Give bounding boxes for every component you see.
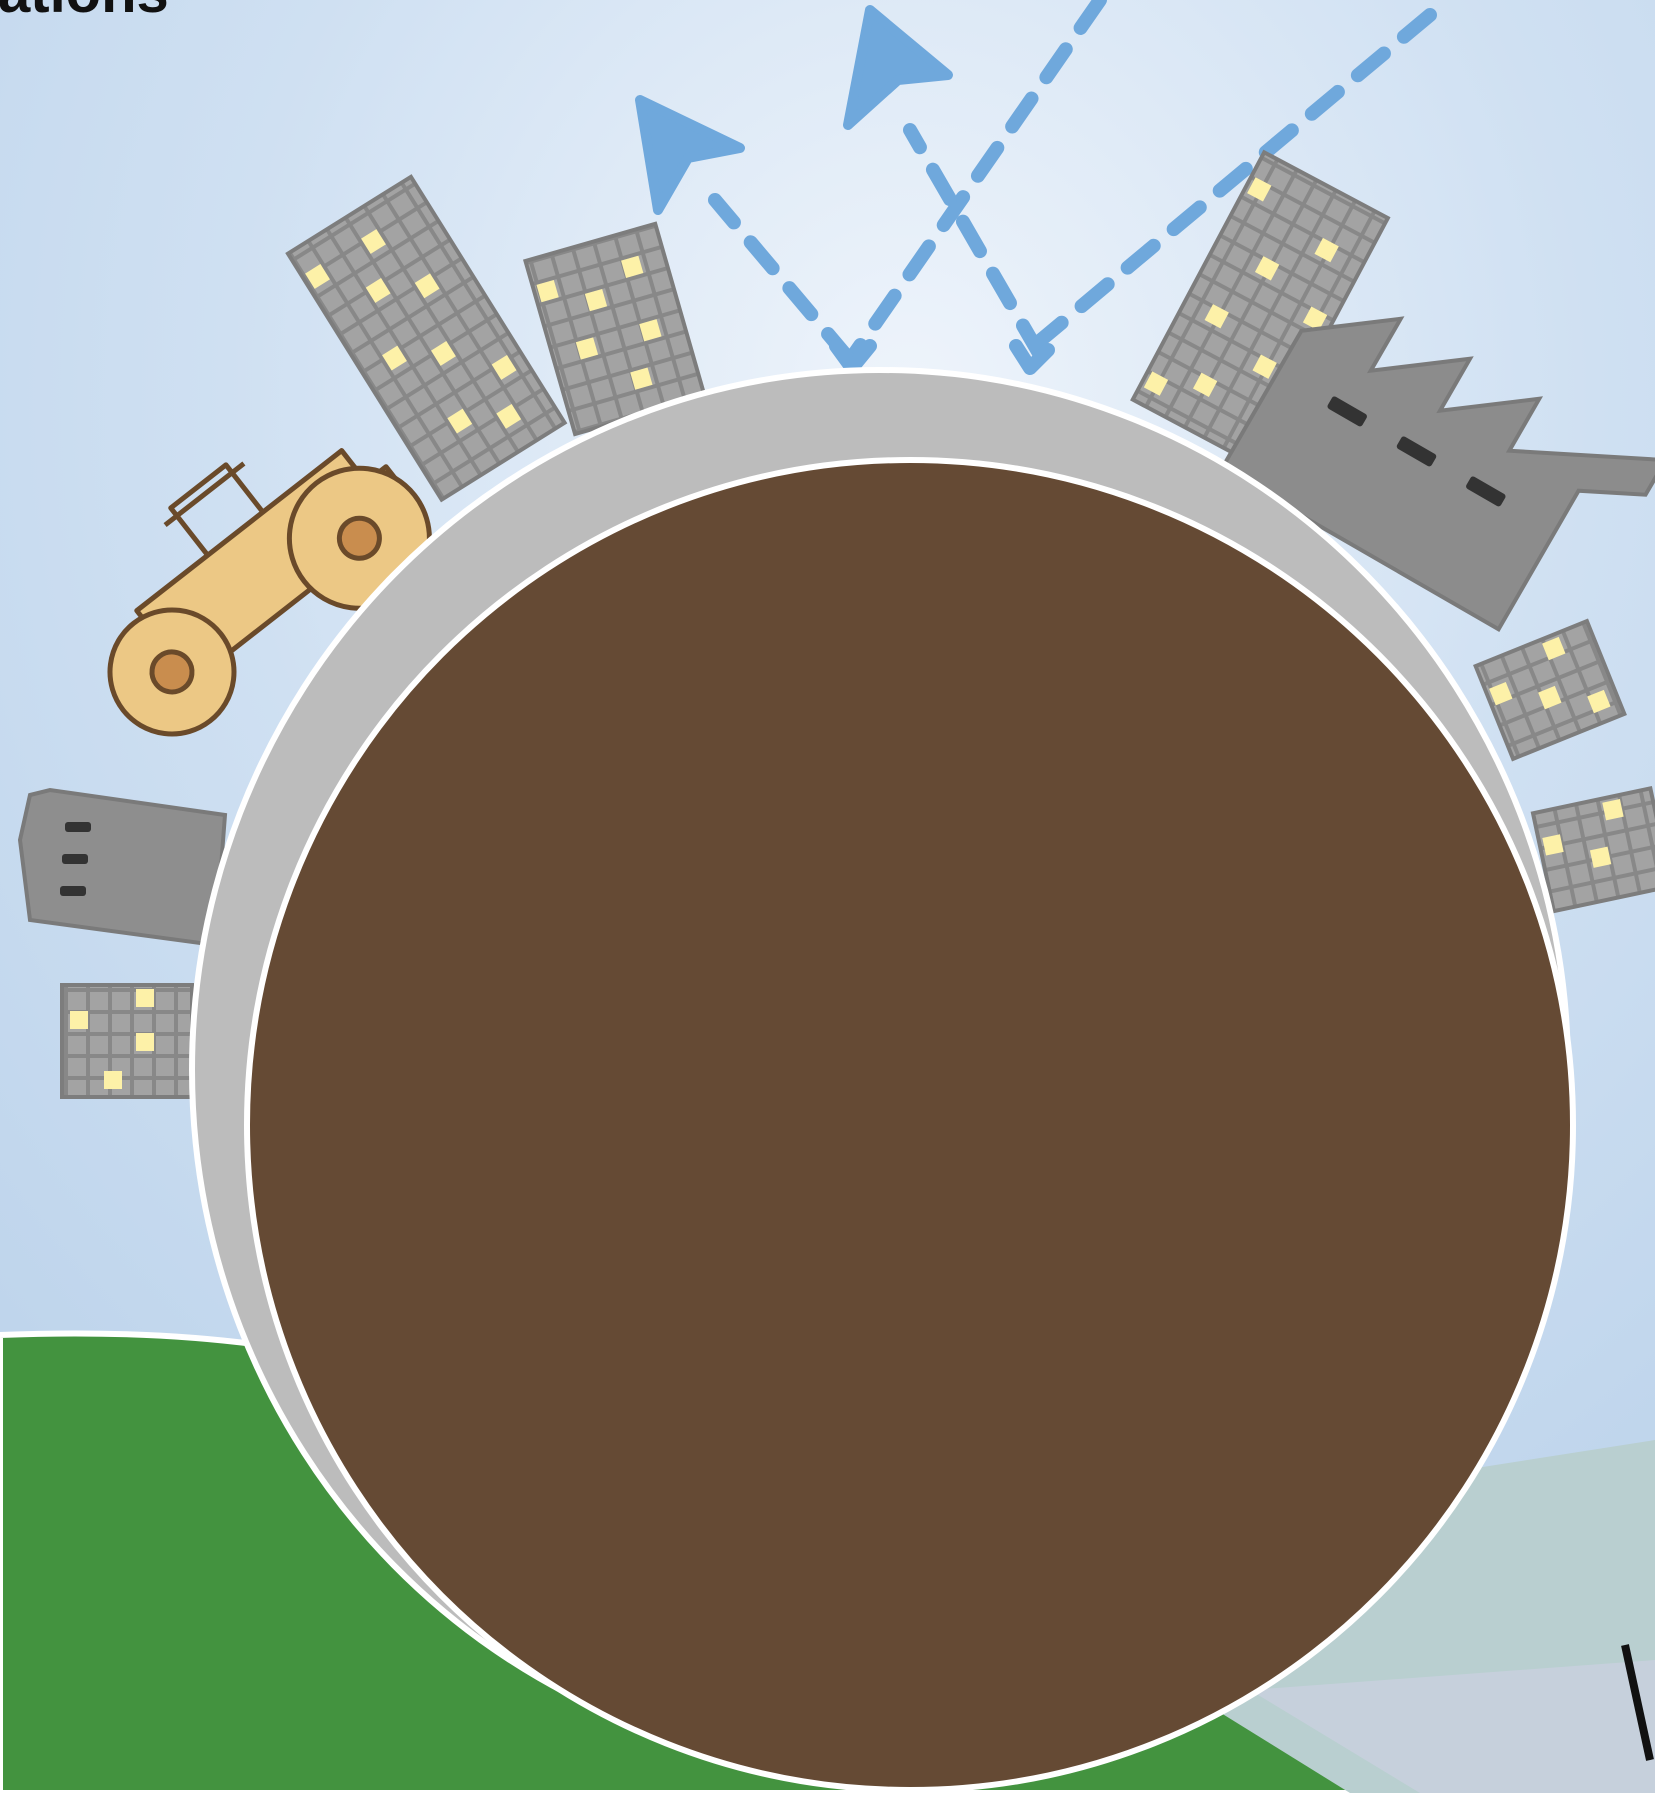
building-icon-5 <box>1530 786 1655 914</box>
building-icon-1 <box>285 174 568 503</box>
reflected-arrow-icon <box>708 0 1437 367</box>
building-icon-2 <box>522 221 708 437</box>
heading-text: ations <box>0 0 169 25</box>
earth-circle <box>244 457 1576 1793</box>
building-icon-7 <box>60 983 194 1099</box>
road-area <box>1250 1660 1655 1793</box>
building-icon-4 <box>1473 618 1627 762</box>
arrow-heads <box>635 5 953 215</box>
factory-icon <box>1218 316 1655 633</box>
building-icon-3 <box>1130 149 1391 469</box>
building-icon-6 <box>17 787 228 948</box>
road-line <box>1621 1644 1654 1761</box>
